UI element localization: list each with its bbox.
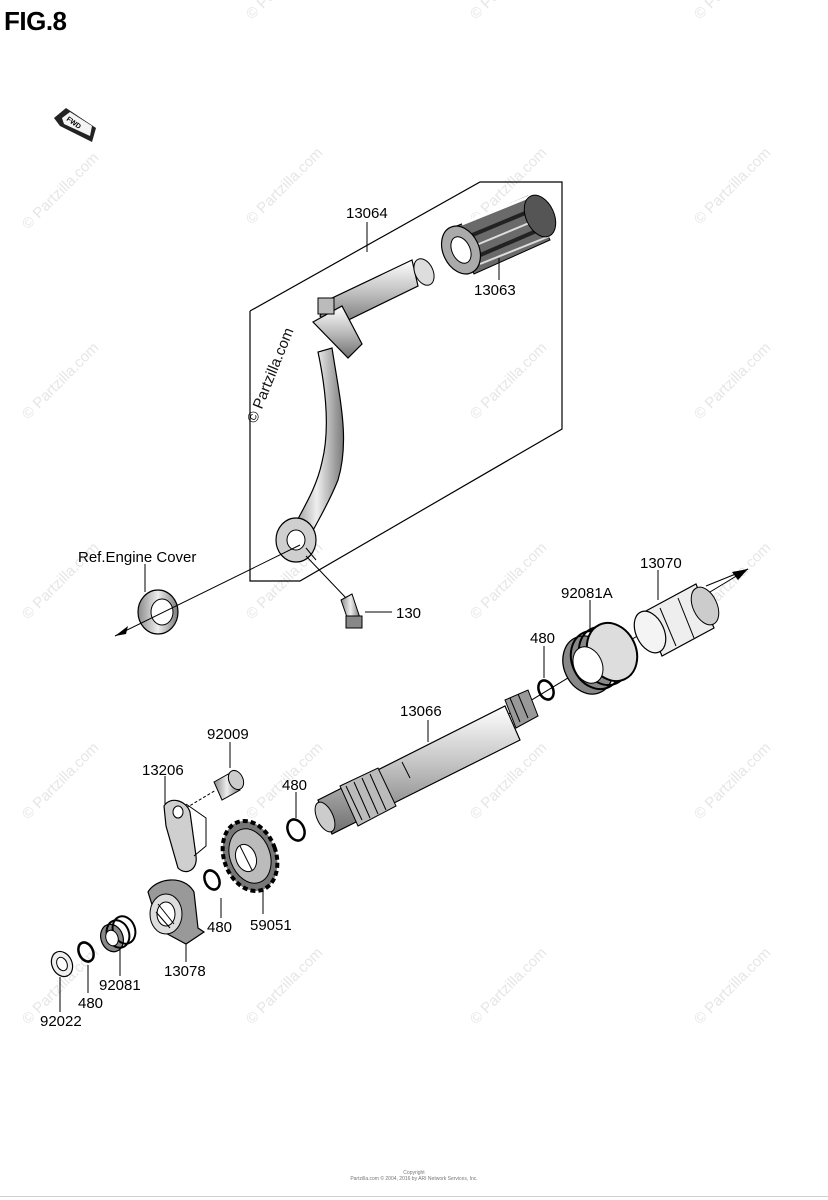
watermark-text: © Partzilla.com [19, 739, 102, 822]
ratchet-guide-bolt [185, 769, 245, 809]
watermark-text-dark: © Partzilla.com [244, 325, 298, 425]
watermark-text: © Partzilla.com [691, 0, 774, 23]
spring-guide-sleeve [633, 583, 720, 657]
kick-shaft [314, 689, 539, 835]
watermark-text: © Partzilla.com [243, 944, 326, 1027]
kick-gear [220, 819, 280, 893]
ratchet-guide-plate [163, 799, 207, 873]
pedal-assembly-box [249, 181, 563, 582]
label-130: 130 [396, 605, 421, 622]
label-480-middle: 480 [282, 777, 307, 794]
label-480-lower: 480 [78, 995, 103, 1012]
watermark-text: © Partzilla.com [691, 944, 774, 1027]
fwd-direction-icon: FWD [54, 108, 96, 142]
kick-return-spring [562, 621, 639, 695]
circlip-lower [77, 941, 95, 963]
watermark-text: © Partzilla.com [467, 339, 550, 422]
kick-ratchet [147, 879, 206, 945]
watermark-text: © Partzilla.com [691, 739, 774, 822]
label-13066: 13066 [400, 703, 442, 720]
watermark-text: © Partzilla.com [467, 539, 550, 622]
thrust-washer [50, 950, 74, 978]
label-480-upper: 480 [530, 630, 555, 647]
label-480-gear: 480 [207, 919, 232, 936]
leader-lines [59, 222, 659, 1012]
pedal-rubber-grip [440, 192, 557, 275]
label-59051: 59051 [250, 917, 292, 934]
circlip-upper [537, 679, 555, 701]
label-13078: 13078 [164, 963, 206, 980]
label-ref-engine-cover: Ref.Engine Cover [78, 549, 196, 566]
part-labels: 13064 13063 Ref.Engine Cover 130 13070 9… [40, 205, 682, 1030]
figure-title: FIG.8 [4, 6, 67, 36]
circlip-gear [203, 869, 221, 891]
circlip-middle [286, 818, 306, 842]
label-13206: 13206 [142, 762, 184, 779]
watermark-text: © Partzilla.com [467, 944, 550, 1027]
footer-line-1: Copyright [403, 1170, 425, 1176]
label-13064: 13064 [346, 205, 388, 222]
kick-pedal-arm [275, 258, 435, 563]
label-13070: 13070 [640, 555, 682, 572]
watermark-text: © Partzilla.com [19, 149, 102, 232]
watermark-text: © Partzilla.com [691, 339, 774, 422]
footer-line-2: Partzilla.com © 2004, 2016 by ARI Networ… [350, 1176, 478, 1182]
ratchet-spring [100, 915, 137, 953]
watermark-text: © Partzilla.com [243, 144, 326, 227]
pedal-bolt [305, 555, 363, 629]
label-92081: 92081 [99, 977, 141, 994]
watermark-text: © Partzilla.com [243, 0, 326, 23]
label-92009: 92009 [207, 726, 249, 743]
watermark-text: © Partzilla.com [467, 0, 550, 23]
label-13063: 13063 [474, 282, 516, 299]
watermark-text: © Partzilla.com [691, 144, 774, 227]
bottom-divider [0, 1196, 828, 1197]
watermark-text: © Partzilla.com [19, 339, 102, 422]
footer-copyright: Copyright Partzilla.com © 2004, 2016 by … [0, 1170, 828, 1182]
label-92022: 92022 [40, 1013, 82, 1030]
engine-cover-oil-seal [114, 544, 301, 637]
label-92081a: 92081A [561, 585, 613, 602]
watermark-layer: © Partzilla.com © Partzilla.com © Partzi… [19, 0, 774, 1028]
